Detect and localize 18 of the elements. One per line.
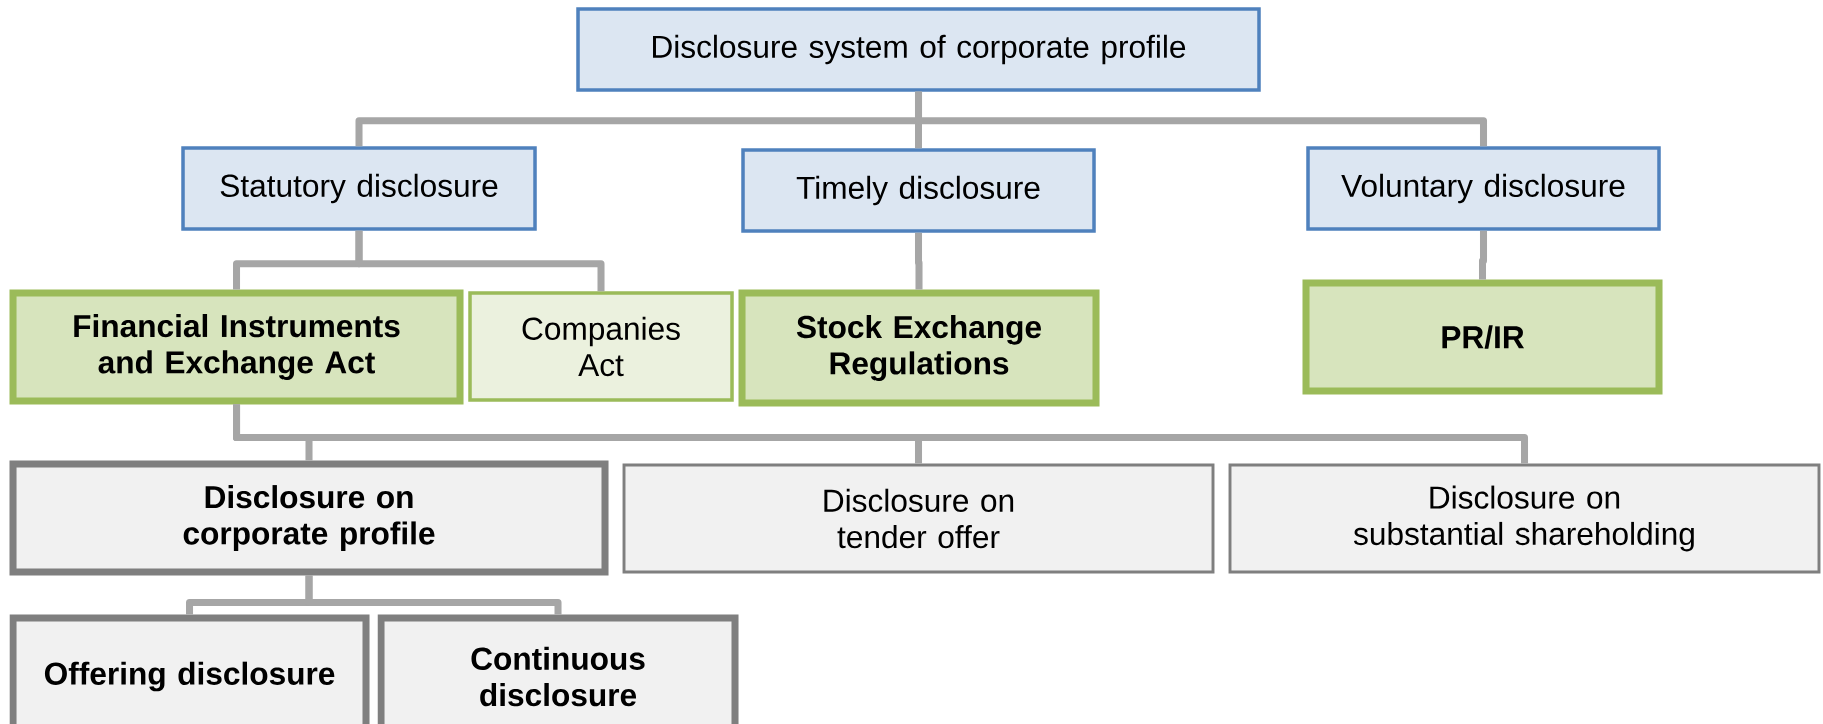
category-box: Voluntary disclosure bbox=[1306, 146, 1661, 231]
connector-line bbox=[915, 232, 923, 290]
disclosure-box: Disclosure on substantial shareholding bbox=[1228, 463, 1821, 574]
law-box: Companies Act bbox=[468, 291, 734, 402]
law-box: Stock Exchange Regulations bbox=[738, 289, 1100, 407]
connector-line bbox=[355, 230, 605, 292]
heading-box: Disclosure system of corporate profile bbox=[576, 7, 1261, 92]
connector-line bbox=[305, 575, 562, 615]
disclosure-box: Disclosure on corporate profile bbox=[9, 460, 609, 576]
category-box: Statutory disclosure bbox=[181, 146, 537, 231]
connector-line bbox=[915, 91, 1488, 147]
category-box: Timely disclosure bbox=[741, 148, 1096, 233]
disclosure-box: Continuous disclosure bbox=[377, 614, 739, 724]
connector-line bbox=[1479, 230, 1488, 280]
law-box: Financial Instruments and Exchange Act bbox=[9, 289, 464, 405]
disclosure-box: Offering disclosure bbox=[9, 614, 370, 724]
law-box: PR/IR bbox=[1302, 279, 1663, 395]
disclosure-box: Disclosure on tender offer bbox=[622, 463, 1215, 574]
